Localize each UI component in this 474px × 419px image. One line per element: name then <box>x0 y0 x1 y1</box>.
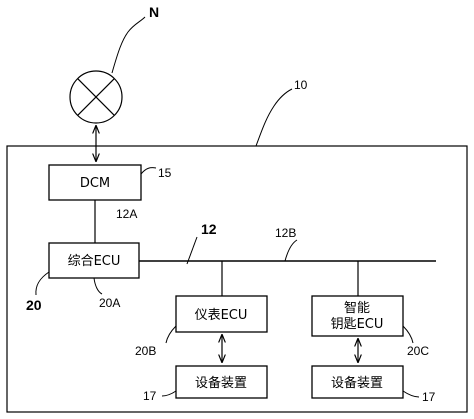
smart-key-ecu-label-line1: 智能 <box>344 301 370 316</box>
bus-leader <box>186 236 198 265</box>
ecu-20-label: 20 <box>26 297 42 313</box>
line-12a-label: 12A <box>116 207 137 221</box>
smart-key-ecu-box <box>311 295 404 337</box>
meter-ecu-label: 仪表ECU <box>195 308 248 323</box>
smart-key-ecu-label-line2: 钥匙ECU <box>331 317 384 332</box>
dcm-ref-label: 15 <box>158 166 172 180</box>
device-right-leader <box>402 390 420 398</box>
ecu-20a-leader <box>93 277 103 295</box>
device-left-box <box>175 365 268 399</box>
system-leader <box>255 88 293 147</box>
ecu-20-leader <box>35 271 50 296</box>
device-left-label: 设备装置 <box>195 375 247 391</box>
meter-ecu-box <box>175 295 268 333</box>
device-left-leader <box>161 390 177 397</box>
bus-label: 12 <box>201 221 217 237</box>
dcm-leader <box>140 167 157 175</box>
system-label: 10 <box>294 78 308 92</box>
network-label: N <box>149 4 159 20</box>
device-right-label: 设备装置 <box>331 375 383 391</box>
integrated-ecu-box <box>48 242 140 279</box>
device-right-ref-label: 17 <box>422 390 436 404</box>
ecu-20c-label: 20C <box>407 344 429 358</box>
dcm-label: DCM <box>80 176 110 191</box>
device-left-ref-label: 17 <box>143 389 157 403</box>
ecu-20b-label: 20B <box>135 344 156 358</box>
ecu-20b-leader <box>165 325 177 344</box>
ecu-20a-label: 20A <box>99 296 120 310</box>
network-node-icon <box>69 70 123 124</box>
device-right-box <box>311 365 404 399</box>
network-leader <box>111 16 146 74</box>
line-12b-leader <box>284 239 298 262</box>
system-frame <box>6 145 468 413</box>
ecu-20c-leader <box>402 325 414 344</box>
integrated-ecu-label: 综合ECU <box>68 254 121 269</box>
line-12b-label: 12B <box>275 226 296 240</box>
